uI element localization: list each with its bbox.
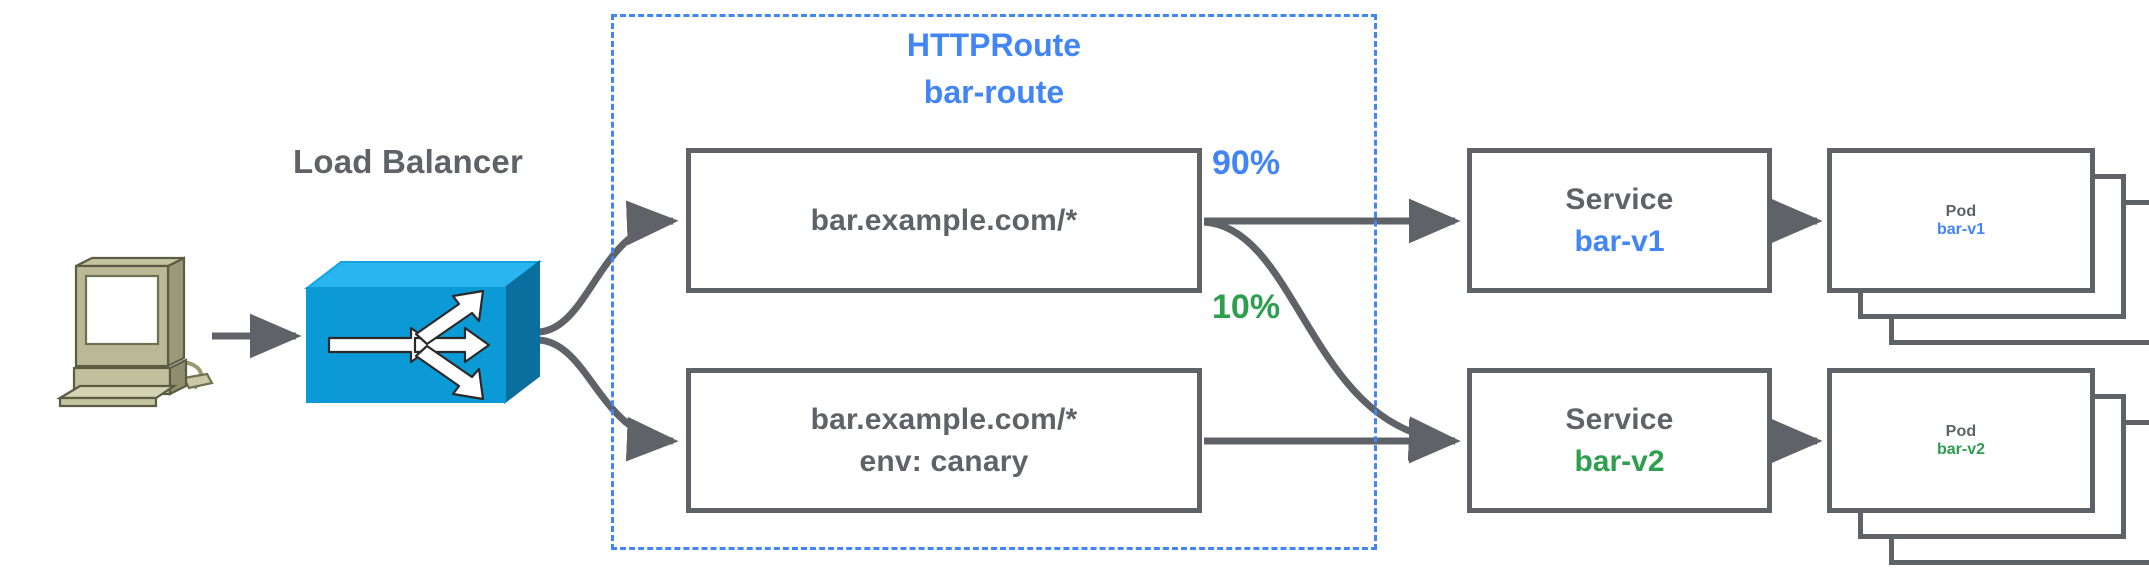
service-box-bar-v1[interactable]: Service bar-v1 bbox=[1467, 148, 1772, 293]
httproute-title: HTTPRoute bar-route bbox=[611, 22, 1377, 116]
route-rule-1-match: bar.example.com/* bbox=[810, 203, 1078, 237]
workstation-icon bbox=[56, 256, 214, 408]
route-rule-box-1[interactable]: bar.example.com/* bbox=[686, 148, 1202, 293]
load-balancer-icon bbox=[304, 259, 542, 405]
weight-label-10: 10% bbox=[1212, 288, 1281, 326]
service-box-bar-v2[interactable]: Service bar-v2 bbox=[1467, 368, 1772, 513]
pod-2-name-label: bar-v2 bbox=[1936, 440, 1986, 458]
route-rule-2-header: env: canary bbox=[859, 444, 1029, 478]
pod-1-name-label: bar-v1 bbox=[1936, 220, 1986, 238]
pod-stack-bar-v2[interactable]: Pod bar-v2 bbox=[1827, 368, 2149, 568]
httproute-kind-label: HTTPRoute bbox=[906, 27, 1082, 63]
load-balancer-label: Load Balancer bbox=[292, 143, 523, 180]
weight-label-90: 90% bbox=[1212, 144, 1281, 182]
pod-stack-bar-v1[interactable]: Pod bar-v1 bbox=[1827, 148, 2149, 348]
route-rule-box-2[interactable]: bar.example.com/* env: canary bbox=[686, 368, 1202, 513]
pod-replica-front[interactable]: Pod bar-v1 bbox=[1827, 148, 2095, 293]
pod-1-kind-label: Pod bbox=[1945, 202, 1977, 220]
httproute-group bbox=[611, 14, 1377, 550]
pod-2-kind-label: Pod bbox=[1945, 422, 1977, 440]
route-rule-2-match: bar.example.com/* bbox=[810, 402, 1078, 436]
service-1-kind-label: Service bbox=[1565, 182, 1674, 216]
httproute-name-label: bar-route bbox=[923, 74, 1065, 110]
service-1-name-label: bar-v1 bbox=[1574, 224, 1665, 258]
service-2-name-label: bar-v2 bbox=[1574, 444, 1665, 478]
service-2-kind-label: Service bbox=[1565, 402, 1674, 436]
pod-replica-front[interactable]: Pod bar-v2 bbox=[1827, 368, 2095, 513]
